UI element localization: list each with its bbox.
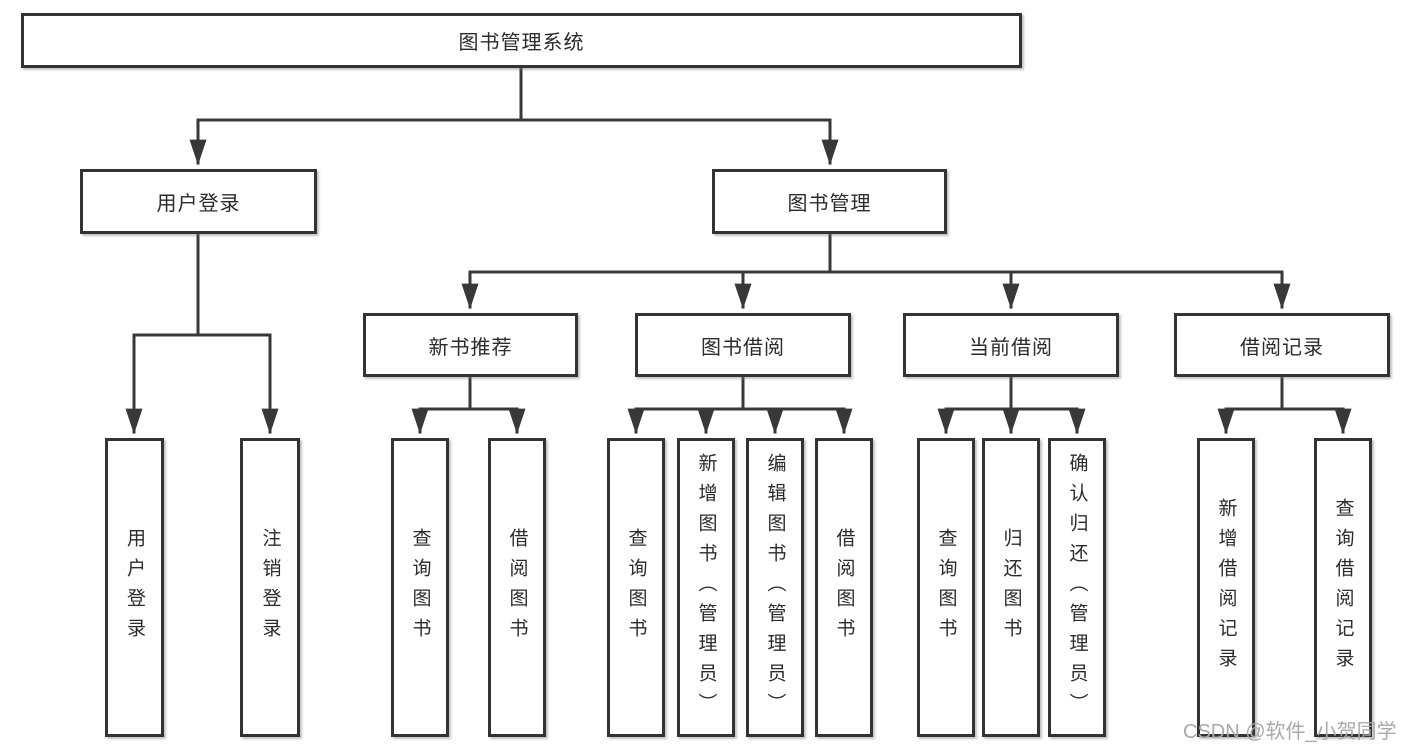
node-leaf-query-record: 查询借阅记录: [1314, 438, 1372, 737]
leaf-label: 新增图书（管理员）: [695, 452, 717, 723]
node-leaf-borrow-book-borrow: 借阅图书: [815, 438, 873, 737]
leaf-label: 借阅图书: [833, 527, 855, 648]
node-leaf-return-book: 归还图书: [982, 438, 1040, 737]
node-leaf-query-book-borrow: 查询图书: [607, 438, 665, 737]
leaf-label: 归还图书: [1000, 527, 1022, 648]
node-leaf-query-book-rec: 查询图书: [391, 438, 449, 737]
node-root: 图书管理系统: [21, 13, 1022, 68]
leaf-label: 注销登录: [259, 527, 281, 648]
node-leaf-logout: 注销登录: [240, 438, 300, 737]
leaf-label: 查询借阅记录: [1332, 497, 1354, 678]
node-borrow-records: 借阅记录: [1174, 313, 1390, 377]
leaf-label: 确认归还（管理员）: [1066, 452, 1088, 723]
node-leaf-user-login: 用户登录: [105, 438, 164, 737]
node-leaf-confirm-return: 确认归还（管理员）: [1048, 438, 1106, 737]
node-book-borrow: 图书借阅: [635, 313, 851, 377]
node-leaf-add-book: 新增图书（管理员）: [677, 438, 735, 737]
node-new-book-rec: 新书推荐: [363, 313, 578, 377]
node-leaf-query-book-current: 查询图书: [917, 438, 975, 737]
leaf-label: 新增借阅记录: [1215, 497, 1237, 678]
node-leaf-add-record: 新增借阅记录: [1197, 438, 1255, 737]
node-leaf-borrow-book-rec: 借阅图书: [488, 438, 546, 737]
leaf-label: 查询图书: [409, 527, 431, 648]
leaf-label: 查询图书: [935, 527, 957, 648]
node-book-mgmt: 图书管理: [712, 169, 947, 234]
node-current-borrow: 当前借阅: [903, 313, 1119, 377]
leaf-label: 用户登录: [124, 527, 145, 648]
leaf-label: 借阅图书: [506, 527, 528, 648]
node-leaf-edit-book: 编辑图书（管理员）: [746, 438, 804, 737]
leaf-label: 查询图书: [625, 527, 647, 648]
leaf-label: 编辑图书（管理员）: [764, 452, 786, 723]
watermark: CSDN @软件_小贺同学: [1183, 721, 1397, 743]
node-user-login: 用户登录: [80, 169, 317, 234]
